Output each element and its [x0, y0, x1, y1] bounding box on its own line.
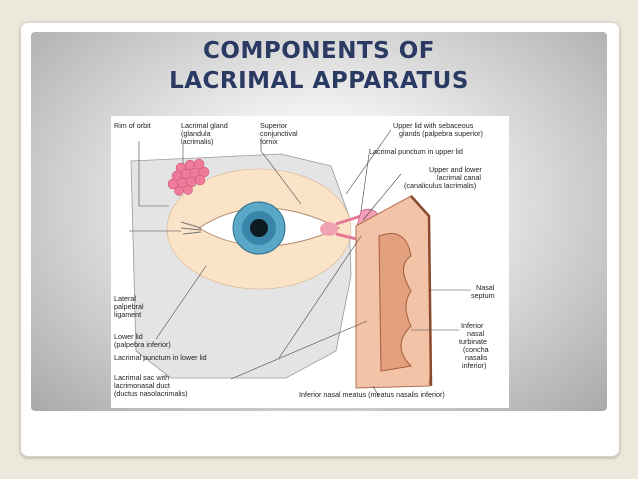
pupil [250, 219, 268, 237]
label-lacrimal-gland-2: (glandula [181, 129, 211, 138]
title-line-2: LACRIMAL APPARATUS [169, 68, 469, 94]
label-meatus: Inferior nasal meatus (meatus nasalis in… [299, 390, 445, 399]
label-turbinate-2: nasal [467, 329, 485, 338]
label-sup-conj-1: Superior [260, 121, 288, 130]
label-upper-lid-2: glands (palpebra superior) [399, 129, 483, 138]
label-nasal-septum-2: septum [471, 291, 495, 300]
nasal-turbinates [378, 233, 413, 372]
label-sac-1: Lacrimal sac with [114, 373, 169, 382]
eyelashes [180, 221, 202, 235]
label-sup-conj-3: fornix [260, 137, 278, 146]
label-punctum-lower: Lacrimal punctum in lower lid [114, 353, 207, 362]
label-sup-conj-2: conjunctival [260, 129, 298, 138]
label-lat-lig-3: ligament [114, 310, 141, 319]
label-punctum-upper: Lacrimal punctum in upper lid [369, 147, 463, 156]
caruncle [320, 222, 338, 236]
nasal-septum-wall [410, 195, 433, 387]
lacrimal-gland [167, 158, 210, 196]
label-rim-of-orbit: Rim of orbit [114, 121, 151, 130]
label-lat-lig-2: palpebral [114, 302, 144, 311]
label-sac-2: lacrimonasal duct [114, 381, 170, 390]
lacrimal-apparatus-diagram: Rim of orbit Lacrimal gland (glandula la… [111, 116, 509, 408]
label-nasal-septum-1: Nasal [476, 283, 495, 292]
label-canal-1: Upper and lower [429, 165, 482, 174]
label-turbinate-6: inferior) [462, 361, 486, 370]
label-turbinate-4: (concha [463, 345, 489, 354]
label-canal-2: lacrimal canal [437, 173, 481, 182]
label-lower-lid-2: (palpebra inferior) [114, 340, 171, 349]
label-lower-lid-1: Lower lid [114, 332, 143, 341]
label-turbinate-3: turbinate [459, 337, 487, 346]
label-lacrimal-gland-1: Lacrimal gland [181, 121, 228, 130]
title-line-1: COMPONENTS OF [203, 38, 435, 64]
leader-lines [129, 129, 471, 398]
label-sac-3: (ductus nasolacrimalis) [114, 389, 188, 398]
label-canal-3: (canaliculus lacrimalis) [404, 181, 476, 190]
label-turbinate-1: Inferior [461, 321, 484, 330]
label-lat-lig-1: Lateral [114, 294, 136, 303]
label-upper-lid-1: Upper lid with sebaceous [393, 121, 474, 130]
slide-title: COMPONENTS OF LACRIMAL APPARATUS [31, 36, 607, 96]
diagram-svg: Rim of orbit Lacrimal gland (glandula la… [114, 121, 495, 399]
label-lacrimal-gland-3: lacrimalis) [181, 137, 213, 146]
label-turbinate-5: nasalis [465, 353, 488, 362]
